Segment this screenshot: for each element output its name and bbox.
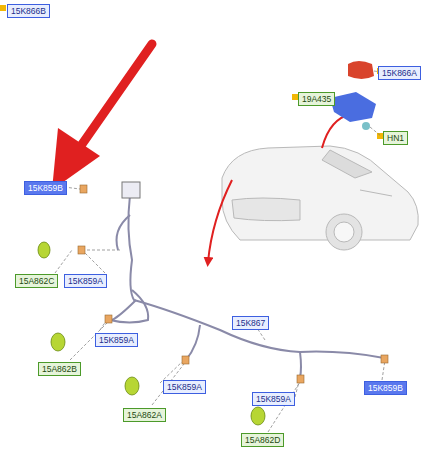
part-number: 15A862C xyxy=(19,276,54,286)
part-number: 19A435 xyxy=(302,94,331,104)
part-number-box: 15A862D xyxy=(241,433,284,447)
part-number-box: 15K859A xyxy=(252,392,295,406)
part-number: 15K866A xyxy=(382,68,417,78)
part-number-box: 15K859B xyxy=(24,181,67,195)
part-number-box: 15A862A xyxy=(123,408,166,422)
part-number-box: 15K866B xyxy=(7,4,50,18)
part-number-box: 15K867 xyxy=(232,316,269,330)
pointer-arrow xyxy=(78,44,152,150)
wiring-harness xyxy=(110,195,384,378)
part-number: 15K859A xyxy=(167,382,202,392)
part-number-box: 15A862B xyxy=(38,362,81,376)
bracket xyxy=(330,92,376,122)
part-number: 15A862B xyxy=(42,364,77,374)
part-number-box: 15K859A xyxy=(95,333,138,347)
part-number-box: 15K859A xyxy=(163,380,206,394)
part-number: 15K859A xyxy=(68,276,103,286)
part-number: 15K867 xyxy=(236,318,265,328)
part-number-box: 19A435 xyxy=(298,92,335,106)
part-number: HN1 xyxy=(387,133,404,143)
car-sketch xyxy=(222,146,418,250)
part-number: 15A862A xyxy=(127,410,162,420)
connector xyxy=(78,185,388,383)
part-number-box: 15K866A xyxy=(378,66,421,80)
part-number: 15K859A xyxy=(99,335,134,345)
part-number: 15K859B xyxy=(28,183,63,193)
direction-arrow xyxy=(208,180,232,262)
fastener xyxy=(362,122,370,130)
part-number-box: 15K859A xyxy=(64,274,107,288)
part-number-box: HN1 xyxy=(383,131,408,145)
parking-sensor xyxy=(38,242,265,425)
part-number-box: 15A862C xyxy=(15,274,58,288)
part-number-box: 15K859B xyxy=(364,381,407,395)
main-connector xyxy=(122,182,140,198)
part-number: 15K859B xyxy=(368,383,403,393)
part-number: 15A862D xyxy=(245,435,280,445)
marker-square xyxy=(0,5,6,11)
part-number: 15K866B xyxy=(11,6,46,16)
leader-line xyxy=(55,71,385,432)
part-number: 15K859A xyxy=(256,394,291,404)
sensor-cover xyxy=(348,61,374,79)
